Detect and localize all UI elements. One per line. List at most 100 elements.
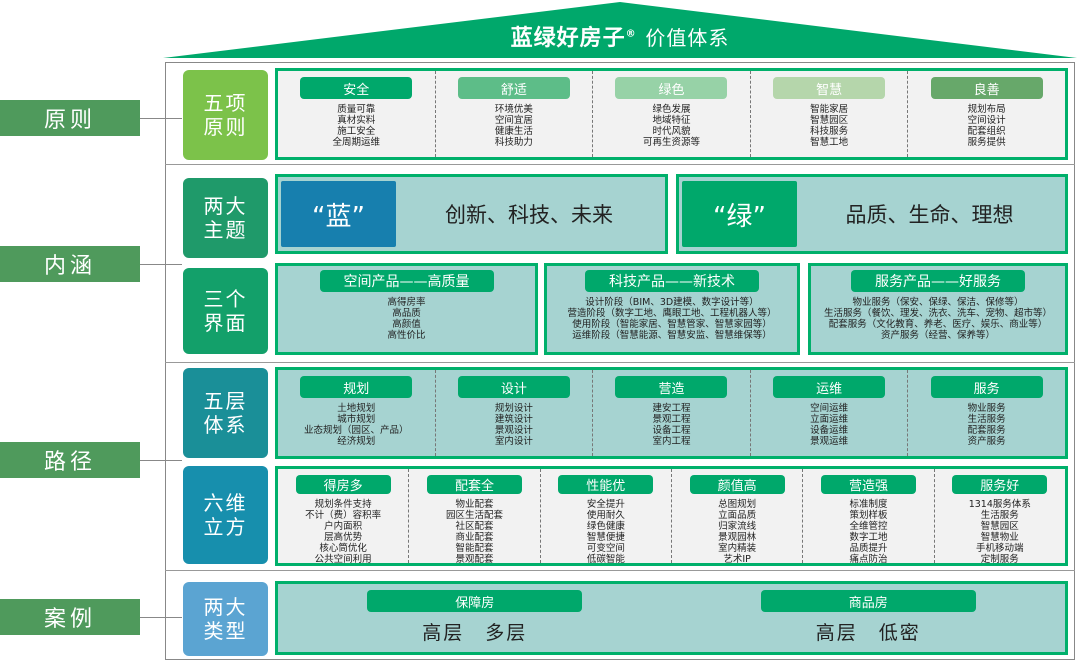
list-item: 配套服务（文化教育、养老、医疗、娱乐、商业等） [828,319,1048,330]
interface-box: 服务产品——好服务物业服务（保安、保绿、保洁、保修等）生活服务（餐饮、理发、洗衣… [808,263,1068,355]
dimension-column: 营造强标准制度策划样板全维管控数字工地品质提升痛点防治 [803,469,935,565]
list-item: 全维管控 [849,521,888,532]
divider [165,362,1075,363]
list-item: 服务提供 [967,137,1006,148]
list-item: 手机移动端 [976,543,1024,554]
list-item: 景观园林 [718,532,757,543]
list-item: 物业配套 [455,499,494,510]
list-item: 运维阶段（智慧能源、智慧安监、智慧维保等） [572,330,772,341]
dimension-column: 得房多规划条件支持不计（费）容积率户内面积层高优势核心筒优化公共空间利用 [278,469,410,565]
list-item: 1314服务体系 [968,499,1031,510]
side-label-case: 案例 [0,599,140,635]
principle-column: 舒适环境优美空间宜居健康生活科技助力 [436,71,594,157]
case-text: 高层 低密 [815,622,921,644]
list-item: 痛点防治 [849,554,888,565]
list-item: 全周期运维 [332,137,381,148]
interface-pill: 科技产品——新技术 [585,270,759,292]
list-item: 高颜值 [392,319,421,330]
layer-pill: 服务 [930,376,1043,398]
list-item: 绿色发展 [652,104,691,115]
interface-box: 科技产品——新技术设计阶段（BIM、3D建模、数字设计等）营造阶段（数字工地、鹰… [544,263,800,355]
principle-items: 环境优美空间宜居健康生活科技助力 [495,104,533,148]
list-item: 使用阶段（智能家居、智慧管家、智慧家园等） [572,319,772,330]
list-item: 高性价比 [387,330,426,341]
dimension-items: 标准制度策划样板全维管控数字工地品质提升痛点防治 [849,499,887,565]
list-item: 城市规划 [337,414,376,425]
list-item: 空间宜居 [494,115,533,126]
list-item: 智慧便捷 [586,532,625,543]
dimension-items: 规划条件支持不计（费）容积率户内面积层高优势核心筒优化公共空间利用 [305,499,381,565]
theme-text: 创新、科技、未来 [445,203,613,227]
list-item: 生活服务 [967,414,1006,425]
list-item: 设备运维 [810,425,849,436]
list-item: 社区配套 [455,521,494,532]
divider [165,570,1075,571]
list-item: 生活服务（餐饮、理发、洗衣、洗车、宠物、超市等） [823,308,1052,319]
title-brand: 蓝绿好房子 [510,26,626,51]
list-item: 室内设计 [494,436,533,447]
list-item: 可再生资源等 [642,137,700,148]
principle-pill: 绿色 [615,77,728,99]
layer-items: 空间运维立面运维设备运维景观运维 [810,403,848,447]
case-text: 高层 多层 [422,622,528,644]
list-item: 规划设计 [494,403,533,414]
side-label-connotation: 内涵 [0,246,140,282]
list-item: 不计（费）容积率 [305,510,382,521]
layer-items: 土地规划城市规划业态规划（园区、产品）经济规划 [304,403,409,447]
list-item: 景观配套 [455,554,494,565]
list-item: 规划条件支持 [314,499,372,510]
side-label-principle: 原则 [0,100,140,136]
case-type-pill: 保障房 [367,590,583,612]
page-title: 蓝绿好房子® 价值体系 [163,20,1077,52]
cases-box: 保障房高层 多层 商品房高层 低密 [275,581,1068,655]
list-item: 配套服务 [967,425,1006,436]
list-item: 资产服务 [967,436,1006,447]
interface-items: 设计阶段（BIM、3D建模、数字设计等）营造阶段（数字工地、鹰眼工地、工程机器人… [567,297,776,341]
list-item: 健康生活 [494,126,533,137]
list-item: 配套组织 [967,126,1006,137]
layer-items: 规划设计建筑设计景观设计室内设计 [495,403,533,447]
row-tag: 两大类型 [183,582,268,656]
interface-pill: 空间产品——高质量 [319,270,494,292]
case-type-pill: 商品房 [760,590,976,612]
list-item: 数字工地 [849,532,888,543]
principle-column: 安全质量可靠真材实料施工安全全周期运维 [278,71,436,157]
layer-column: 规划土地规划城市规划业态规划（园区、产品）经济规划 [278,370,436,456]
list-item: 智能家居 [810,104,849,115]
list-item: 高得房率 [387,297,426,308]
interface-items: 高得房率高品质高颜值高性价比 [387,297,425,341]
interface-pill: 服务产品——好服务 [851,270,1025,292]
layer-pill: 营造 [615,376,728,398]
layer-pill: 设计 [457,376,570,398]
list-item: 智慧园区 [810,115,849,126]
dimension-column: 服务好 1314服务体系生活服务智慧园区智慧物业手机移动端定制服务 [935,469,1065,565]
principle-items: 质量可靠真材实料施工安全全周期运维 [333,104,381,148]
principle-items: 绿色发展地域特征时代风貌可再生资源等 [643,104,700,148]
list-item: 资产服务（经营、保养等） [880,330,995,341]
row-tag: 五层体系 [183,368,268,458]
list-item: 层高优势 [324,532,363,543]
connector [140,264,182,265]
list-item: 室内精装 [718,543,757,554]
layers-box: 规划土地规划城市规划业态规划（园区、产品）经济规划设计规划设计建筑设计景观设计室… [275,367,1068,459]
list-item: 归家流线 [718,521,757,532]
layer-column: 服务物业服务生活服务配套服务资产服务 [908,370,1065,456]
list-item: 质量可靠 [337,104,376,115]
layer-column: 设计规划设计建筑设计景观设计室内设计 [436,370,594,456]
dimension-items: 总图规划立面品质归家流线景观园林室内精装艺术IP [718,499,756,565]
dimension-pill: 颜值高 [689,475,785,494]
layer-pill: 运维 [773,376,886,398]
principle-items: 智能家居智慧园区科技服务智慧工地 [810,104,848,148]
list-item: 智能配套 [455,543,494,554]
interface-box: 空间产品——高质量高得房率高品质高颜值高性价比 [275,263,538,355]
dimension-pill: 服务好 [952,475,1048,494]
list-item: 商业配套 [455,532,494,543]
list-item: 建安工程 [652,403,691,414]
dimension-pill: 性能优 [558,475,654,494]
theme-key: “蓝” [281,181,396,247]
dimension-items: 1314服务体系生活服务智慧园区智慧物业手机移动端定制服务 [969,499,1031,565]
connector [140,118,182,119]
list-item: 业态规划（园区、产品） [304,425,409,436]
side-label-path: 路径 [0,442,140,478]
connector [140,617,182,618]
